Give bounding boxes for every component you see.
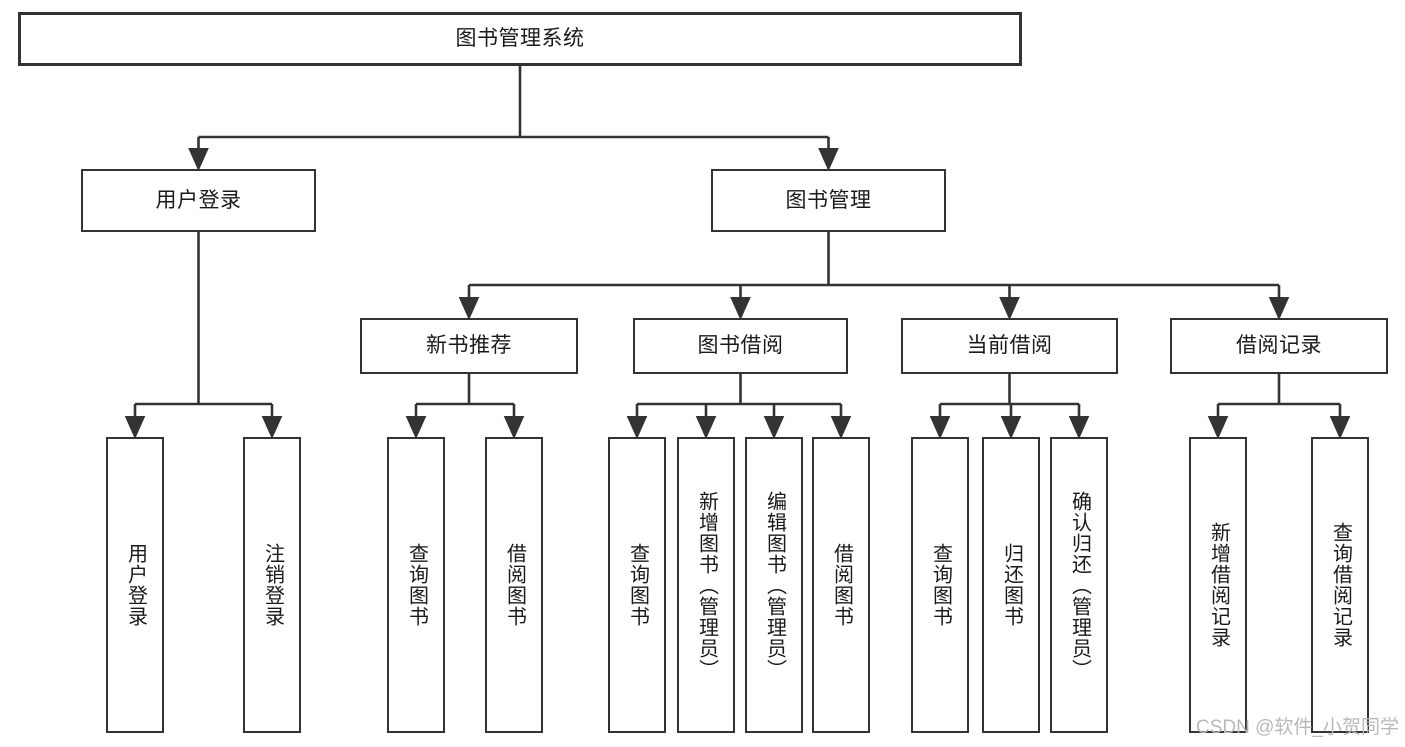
node-label: 查询图书 bbox=[626, 543, 649, 627]
node-leaf-edit-book[interactable]: 编辑图书（管理员） bbox=[745, 437, 803, 733]
node-leaf-borrow-book-1[interactable]: 借阅图书 bbox=[485, 437, 543, 733]
node-label: 图书管理系统 bbox=[455, 27, 585, 51]
node-leaf-query-book-2[interactable]: 查询图书 bbox=[608, 437, 666, 733]
node-label: 查询借阅记录 bbox=[1329, 522, 1352, 648]
node-leaf-add-book[interactable]: 新增图书（管理员） bbox=[677, 437, 735, 733]
node-l2-borrow[interactable]: 图书借阅 bbox=[633, 318, 848, 374]
node-label: 注销登录 bbox=[261, 543, 284, 627]
node-leaf-query-book-3[interactable]: 查询图书 bbox=[911, 437, 969, 733]
node-label: 用户登录 bbox=[155, 188, 242, 212]
node-leaf-confirm-return[interactable]: 确认归还（管理员） bbox=[1050, 437, 1108, 733]
node-label: 借阅记录 bbox=[1236, 334, 1322, 358]
node-leaf-return-book[interactable]: 归还图书 bbox=[982, 437, 1040, 733]
node-leaf-user-login[interactable]: 用户登录 bbox=[106, 437, 164, 733]
node-label: 新增图书（管理员） bbox=[695, 490, 718, 680]
node-root[interactable]: 图书管理系统 bbox=[18, 12, 1022, 66]
node-l2-new-book[interactable]: 新书推荐 bbox=[360, 318, 578, 374]
node-l2-records[interactable]: 借阅记录 bbox=[1170, 318, 1388, 374]
node-leaf-add-record[interactable]: 新增借阅记录 bbox=[1189, 437, 1247, 733]
node-label: 用户登录 bbox=[124, 543, 147, 627]
node-label: 图书管理 bbox=[785, 188, 872, 212]
node-label: 新书推荐 bbox=[426, 334, 512, 358]
node-label: 确认归还（管理员） bbox=[1068, 490, 1091, 680]
node-label: 借阅图书 bbox=[503, 543, 526, 627]
node-leaf-logout[interactable]: 注销登录 bbox=[243, 437, 301, 733]
node-label: 编辑图书（管理员） bbox=[763, 490, 786, 680]
node-label: 借阅图书 bbox=[830, 543, 853, 627]
node-leaf-query-book-1[interactable]: 查询图书 bbox=[387, 437, 445, 733]
node-l1-login[interactable]: 用户登录 bbox=[81, 169, 316, 232]
node-label: 查询图书 bbox=[405, 543, 428, 627]
node-label: 查询图书 bbox=[929, 543, 952, 627]
node-label: 新增借阅记录 bbox=[1207, 522, 1230, 648]
node-leaf-borrow-book-2[interactable]: 借阅图书 bbox=[812, 437, 870, 733]
node-l1-book-mgmt[interactable]: 图书管理 bbox=[711, 169, 946, 232]
node-label: 归还图书 bbox=[1000, 543, 1023, 627]
node-label: 当前借阅 bbox=[966, 334, 1053, 358]
node-leaf-query-record[interactable]: 查询借阅记录 bbox=[1311, 437, 1369, 733]
node-l2-current[interactable]: 当前借阅 bbox=[901, 318, 1118, 374]
node-label: 图书借阅 bbox=[697, 334, 784, 358]
watermark-label: CSDN @软件_小贺同学 bbox=[1196, 717, 1399, 738]
